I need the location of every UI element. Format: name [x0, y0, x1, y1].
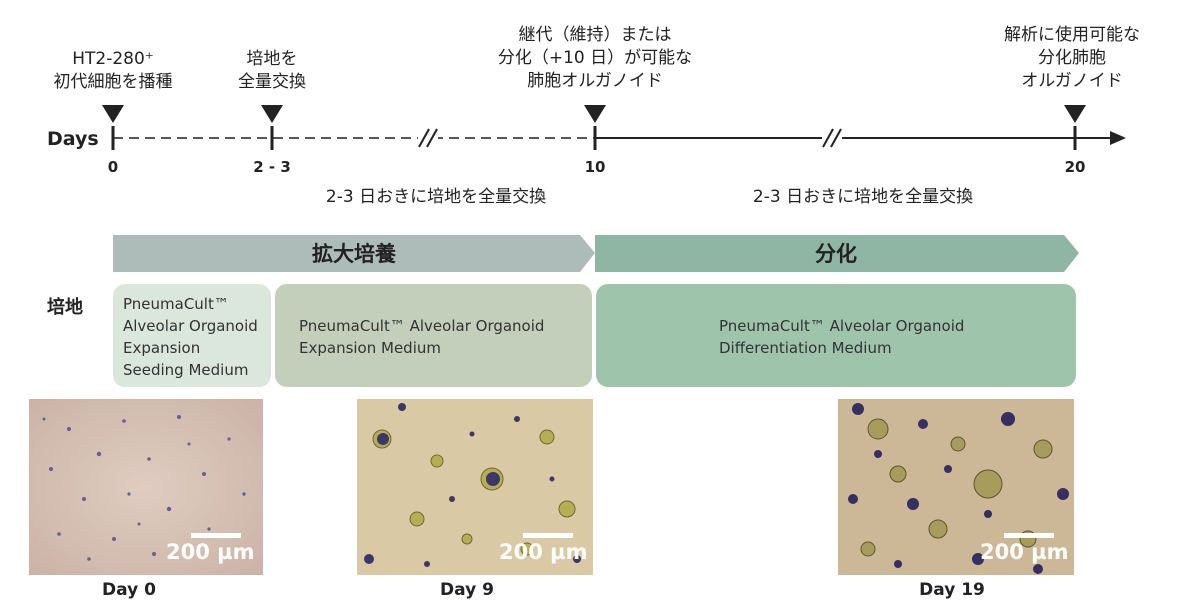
event-passage: 継代（維持）または 分化（+10 日）が可能な 肺胞オルガノイド — [498, 24, 692, 93]
days-axis-label: Days — [47, 128, 99, 150]
tick-label-0: 0 — [107, 158, 119, 176]
event-medium-change: 培地を 全量交換 — [238, 48, 306, 94]
scale-label-day-9: 200 µm — [499, 540, 588, 564]
micrograph-day-9: 200 µm — [357, 399, 593, 575]
phase-label-expansion: 拡大培養 — [312, 242, 396, 266]
marker-day-2-3 — [261, 105, 283, 123]
tick-label-10: 10 — [584, 158, 606, 176]
media-row-label: 培地 — [47, 297, 83, 318]
differentiation-medium-box: PneumaCult™ Alveolar Organoid Differenti… — [596, 284, 1076, 387]
seeding-medium-line-1: PneumaCult™ — [123, 295, 229, 313]
interval-note-differentiation: 2-3 日おきに培地を全量交換 — [752, 187, 974, 207]
differentiation-medium-line-1: PneumaCult™ Alveolar Organoid — [719, 317, 965, 335]
event-passage-line-1: 継代（維持）または — [518, 25, 672, 45]
event-seeding: HT2-280⁺ 初代細胞を播種 — [54, 48, 173, 94]
interval-note-expansion: 2-3 日おきに培地を全量交換 — [325, 187, 547, 207]
seeding-medium-line-3: Expansion — [123, 339, 201, 357]
axis-break-1 — [418, 128, 438, 148]
tick-label-20: 20 — [1064, 158, 1086, 176]
seeding-medium-line-2: Alveolar Organoid — [123, 317, 258, 335]
event-analysis-line-2: 分化肺胞 — [1038, 48, 1106, 68]
event-analysis-line-3: オルガノイド — [1021, 71, 1123, 91]
event-analysis: 解析に使用可能な 分化肺胞 オルガノイド — [1004, 24, 1140, 93]
scale-bar-day-9 — [523, 533, 573, 538]
expansion-medium-box: PneumaCult™ Alveolar Organoid Expansion … — [275, 284, 592, 387]
phase-label-differentiation: 分化 — [815, 242, 857, 266]
marker-day-0 — [102, 105, 124, 123]
event-medium-change-line-2: 全量交換 — [238, 72, 306, 92]
tick-label-2-3: 2 - 3 — [253, 158, 291, 176]
marker-day-10 — [584, 105, 606, 123]
caption-day-19: Day 19 — [919, 580, 985, 600]
expansion-medium-line-2: Expansion Medium — [299, 339, 441, 357]
marker-day-20 — [1064, 105, 1086, 123]
caption-day-0: Day 0 — [102, 580, 156, 600]
micrograph-day-19: 200 µm — [838, 399, 1074, 575]
event-seeding-line-1: HT2-280⁺ — [72, 49, 154, 69]
differentiation-medium-line-2: Differentiation Medium — [719, 339, 892, 357]
axis-arrowhead — [1110, 131, 1126, 145]
seeding-medium-line-4: Seeding Medium — [123, 361, 249, 379]
phase-arrows — [113, 235, 1079, 272]
scale-bar-day-0 — [191, 533, 241, 538]
axis-break-2 — [822, 128, 842, 148]
event-passage-line-2: 分化（+10 日）が可能な — [497, 48, 693, 68]
event-seeding-line-2: 初代細胞を播種 — [53, 72, 173, 92]
caption-day-9: Day 9 — [440, 580, 494, 600]
seeding-medium-box: PneumaCult™ Alveolar Organoid Expansion … — [113, 284, 271, 387]
cells-day-9 — [357, 399, 593, 575]
event-medium-change-line-1: 培地を — [246, 49, 298, 69]
expansion-arrow — [113, 235, 595, 272]
event-passage-line-3: 肺胞オルガノイド — [527, 71, 663, 91]
event-analysis-line-1: 解析に使用可能な — [1004, 25, 1140, 45]
differentiation-arrow — [595, 235, 1079, 272]
cells-day-0 — [29, 399, 263, 575]
cells-day-19 — [838, 399, 1074, 575]
expansion-medium-line-1: PneumaCult™ Alveolar Organoid — [299, 317, 545, 335]
scale-label-day-19: 200 µm — [980, 540, 1069, 564]
micrograph-day-0: 200 µm — [29, 399, 263, 575]
timeline-axis — [111, 126, 1126, 150]
scale-bar-day-19 — [1004, 533, 1054, 538]
scale-label-day-0: 200 µm — [166, 540, 255, 564]
